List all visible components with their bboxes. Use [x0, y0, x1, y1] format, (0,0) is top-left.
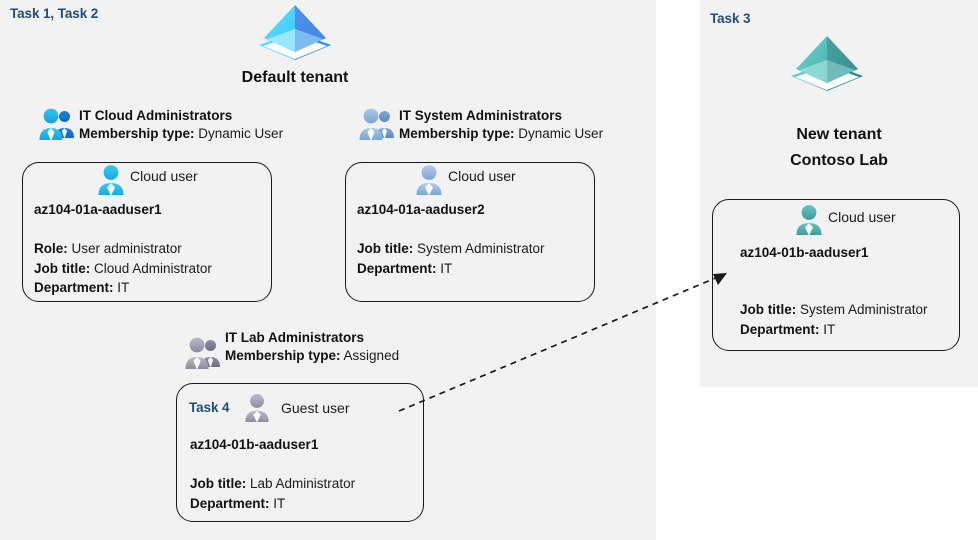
attr-department-4: Department: IT	[740, 320, 928, 340]
cloud-user-icon-2	[416, 165, 442, 195]
attr-role-label: Role:	[34, 241, 68, 256]
attr-department-label-4: Department:	[740, 321, 820, 337]
default-tenant-caption: Default tenant	[241, 69, 349, 86]
user-card-guest-az104-01b-aaduser1[interactable]	[176, 383, 424, 522]
attr-jobtitle-label: Job title:	[34, 260, 91, 276]
attr-department-label-2: Department:	[357, 260, 437, 276]
attr-jobtitle-label-2: Job title:	[357, 241, 414, 256]
group-membership-cloud-admins: Membership type: Dynamic User	[79, 124, 283, 143]
new-tenant-caption-line2: Contoso Lab	[790, 152, 888, 169]
attr-jobtitle-4: Job title: System Administrator	[740, 300, 928, 320]
card-attrs-1: Role: User administrator Job title: Clou…	[34, 239, 212, 298]
username-az104-01b-aaduser1-new: az104-01b-aaduser1	[740, 245, 869, 260]
username-az104-01a-aaduser1: az104-01a-aaduser1	[34, 202, 162, 217]
azure-ad-tenant-icon-new	[791, 36, 863, 91]
attr-department-2: Department: IT	[357, 259, 545, 279]
group-users-icon-cloud-admins	[39, 108, 74, 141]
attr-jobtitle-label-3: Job title:	[190, 476, 247, 491]
membership-type-value: Dynamic User	[198, 126, 284, 141]
attr-department: Department: IT	[34, 278, 212, 298]
attr-role: Role: User administrator	[34, 239, 212, 259]
attr-department-value-2: IT	[440, 260, 453, 276]
attr-jobtitle-value-2: System Administrator	[417, 241, 545, 256]
user-card-az104-01b-aaduser1[interactable]	[712, 199, 960, 351]
new-tenant-caption-line1: New tenant	[796, 126, 882, 143]
user-type-label-1: Cloud user	[130, 168, 198, 184]
attr-role-value: User administrator	[71, 241, 182, 256]
task-label-3: Task 3	[710, 11, 751, 26]
user-type-label-2: Cloud user	[448, 168, 516, 184]
azure-ad-tenant-icon-default	[259, 5, 331, 60]
attr-jobtitle-value: Cloud Administrator	[94, 260, 212, 276]
group-membership-lab-admins: Membership type: Assigned	[225, 346, 399, 365]
card-attrs-3: Job title: Lab Administrator Department:…	[190, 474, 355, 513]
task-label-1-2: Task 1, Task 2	[10, 6, 99, 21]
attr-department-value-3: IT	[273, 495, 286, 511]
membership-type-value-2: Dynamic User	[518, 126, 604, 141]
group-users-icon-system-admins	[359, 108, 394, 141]
guest-user-icon	[245, 394, 269, 422]
membership-type-label: Membership type:	[79, 126, 195, 141]
attr-jobtitle-value-3: Lab Administrator	[250, 476, 356, 491]
group-title-cloud-admins: IT Cloud Administrators	[79, 108, 233, 123]
membership-type-label-3: Membership type:	[225, 348, 341, 363]
user-card-az104-01a-aaduser1[interactable]	[22, 162, 272, 302]
group-users-icon-lab-admins	[185, 337, 220, 370]
group-title-system-admins: IT System Administrators	[399, 108, 563, 123]
attr-jobtitle-2: Job title: System Administrator	[357, 239, 545, 259]
attr-department-value-4: IT	[823, 321, 836, 337]
membership-type-label-2: Membership type:	[399, 126, 515, 141]
attr-jobtitle: Job title: Cloud Administrator	[34, 259, 212, 279]
attr-department-label: Department:	[34, 280, 114, 295]
user-type-label-4: Cloud user	[828, 209, 896, 225]
username-guest-az104-01b-aaduser1: az104-01b-aaduser1	[190, 437, 319, 452]
attr-jobtitle-3: Job title: Lab Administrator	[190, 474, 355, 494]
task-label-4: Task 4	[189, 400, 230, 415]
attr-jobtitle-label-4: Job title:	[740, 302, 797, 317]
attr-department-value: IT	[117, 280, 130, 295]
card-attrs-4: Job title: System Administrator Departme…	[740, 300, 928, 339]
group-membership-system-admins: Membership type: Dynamic User	[399, 124, 603, 143]
attr-department-label-3: Department:	[190, 495, 270, 511]
card-attrs-2: Job title: System Administrator Departme…	[357, 239, 545, 278]
attr-department-3: Department: IT	[190, 494, 355, 514]
username-az104-01a-aaduser2: az104-01a-aaduser2	[357, 202, 485, 217]
cloud-user-icon-3	[796, 205, 822, 235]
user-type-label-3: Guest user	[281, 400, 350, 416]
group-title-lab-admins: IT Lab Administrators	[225, 330, 365, 345]
attr-jobtitle-value-4: System Administrator	[800, 302, 928, 317]
membership-type-value-3: Assigned	[343, 348, 400, 363]
cloud-user-icon-1	[98, 165, 124, 195]
